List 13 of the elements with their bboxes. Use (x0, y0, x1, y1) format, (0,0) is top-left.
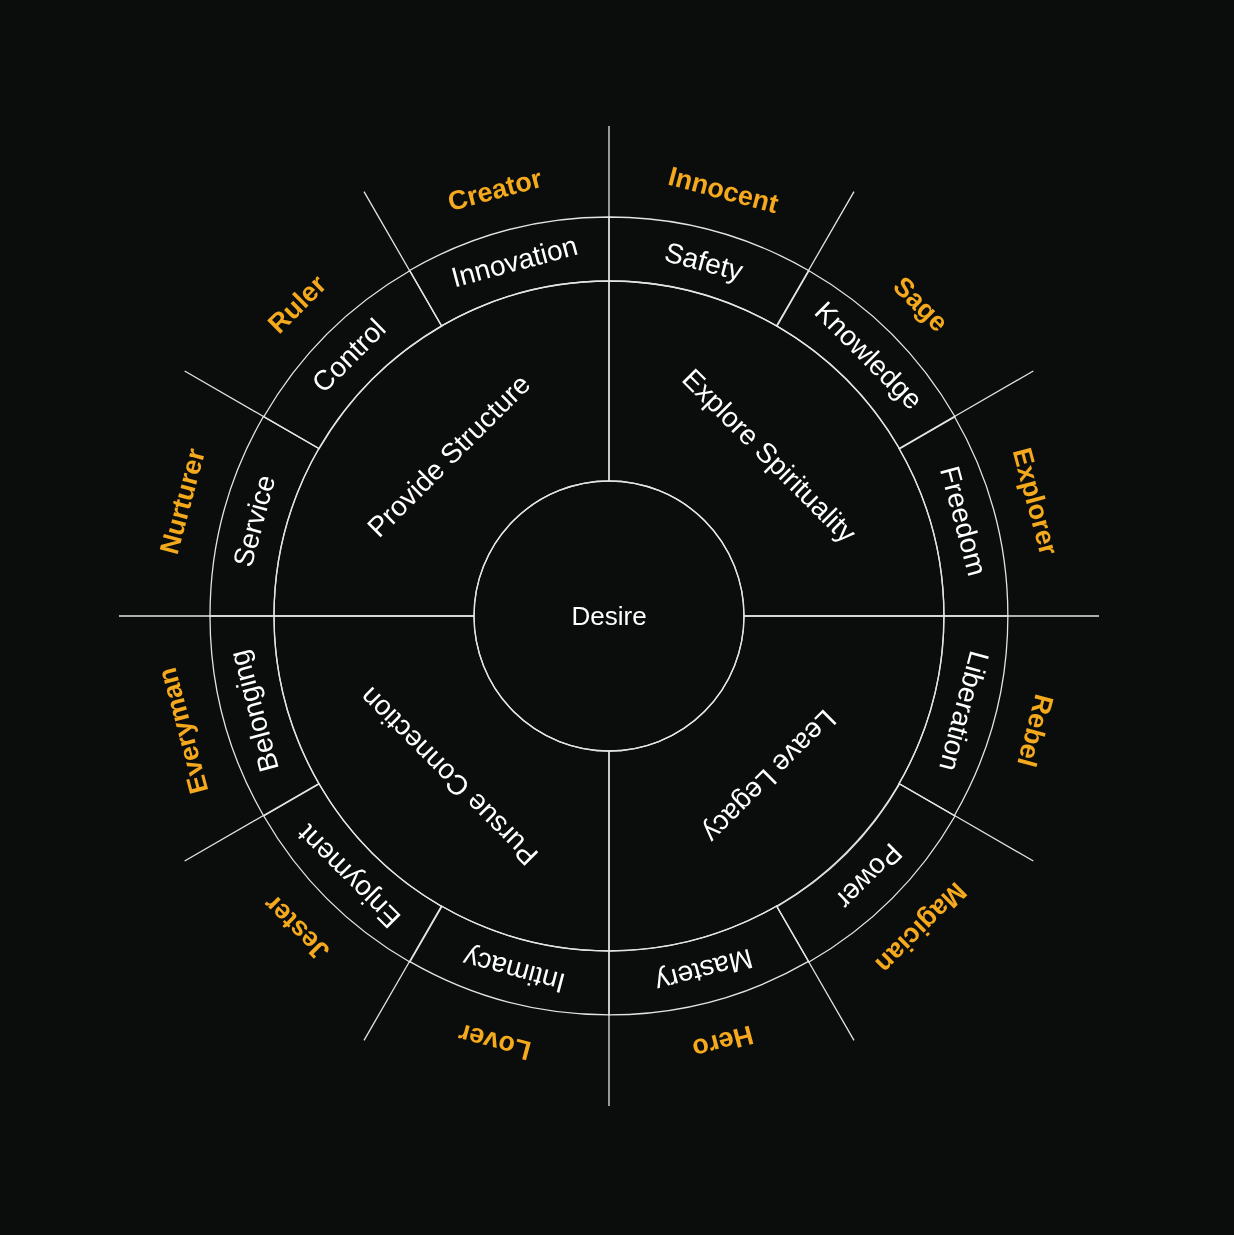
ring-label: Mastery (652, 944, 756, 997)
ring-label: Service (229, 472, 281, 570)
ring-label: Innovation (448, 231, 581, 292)
archetype-name: Creator (445, 164, 545, 216)
ring-label: Safety (662, 237, 747, 286)
archetype-name: Nurturer (156, 446, 211, 558)
center-label: Desire (571, 603, 647, 629)
ring-label: Belonging (224, 647, 284, 775)
archetype-name: Lover (455, 1019, 534, 1065)
archetype-name: Rebel (1012, 691, 1058, 770)
ring-label: Freedom (935, 463, 992, 579)
archetype-name: Explorer (1007, 445, 1062, 559)
archetype-name: Hero (689, 1020, 757, 1063)
